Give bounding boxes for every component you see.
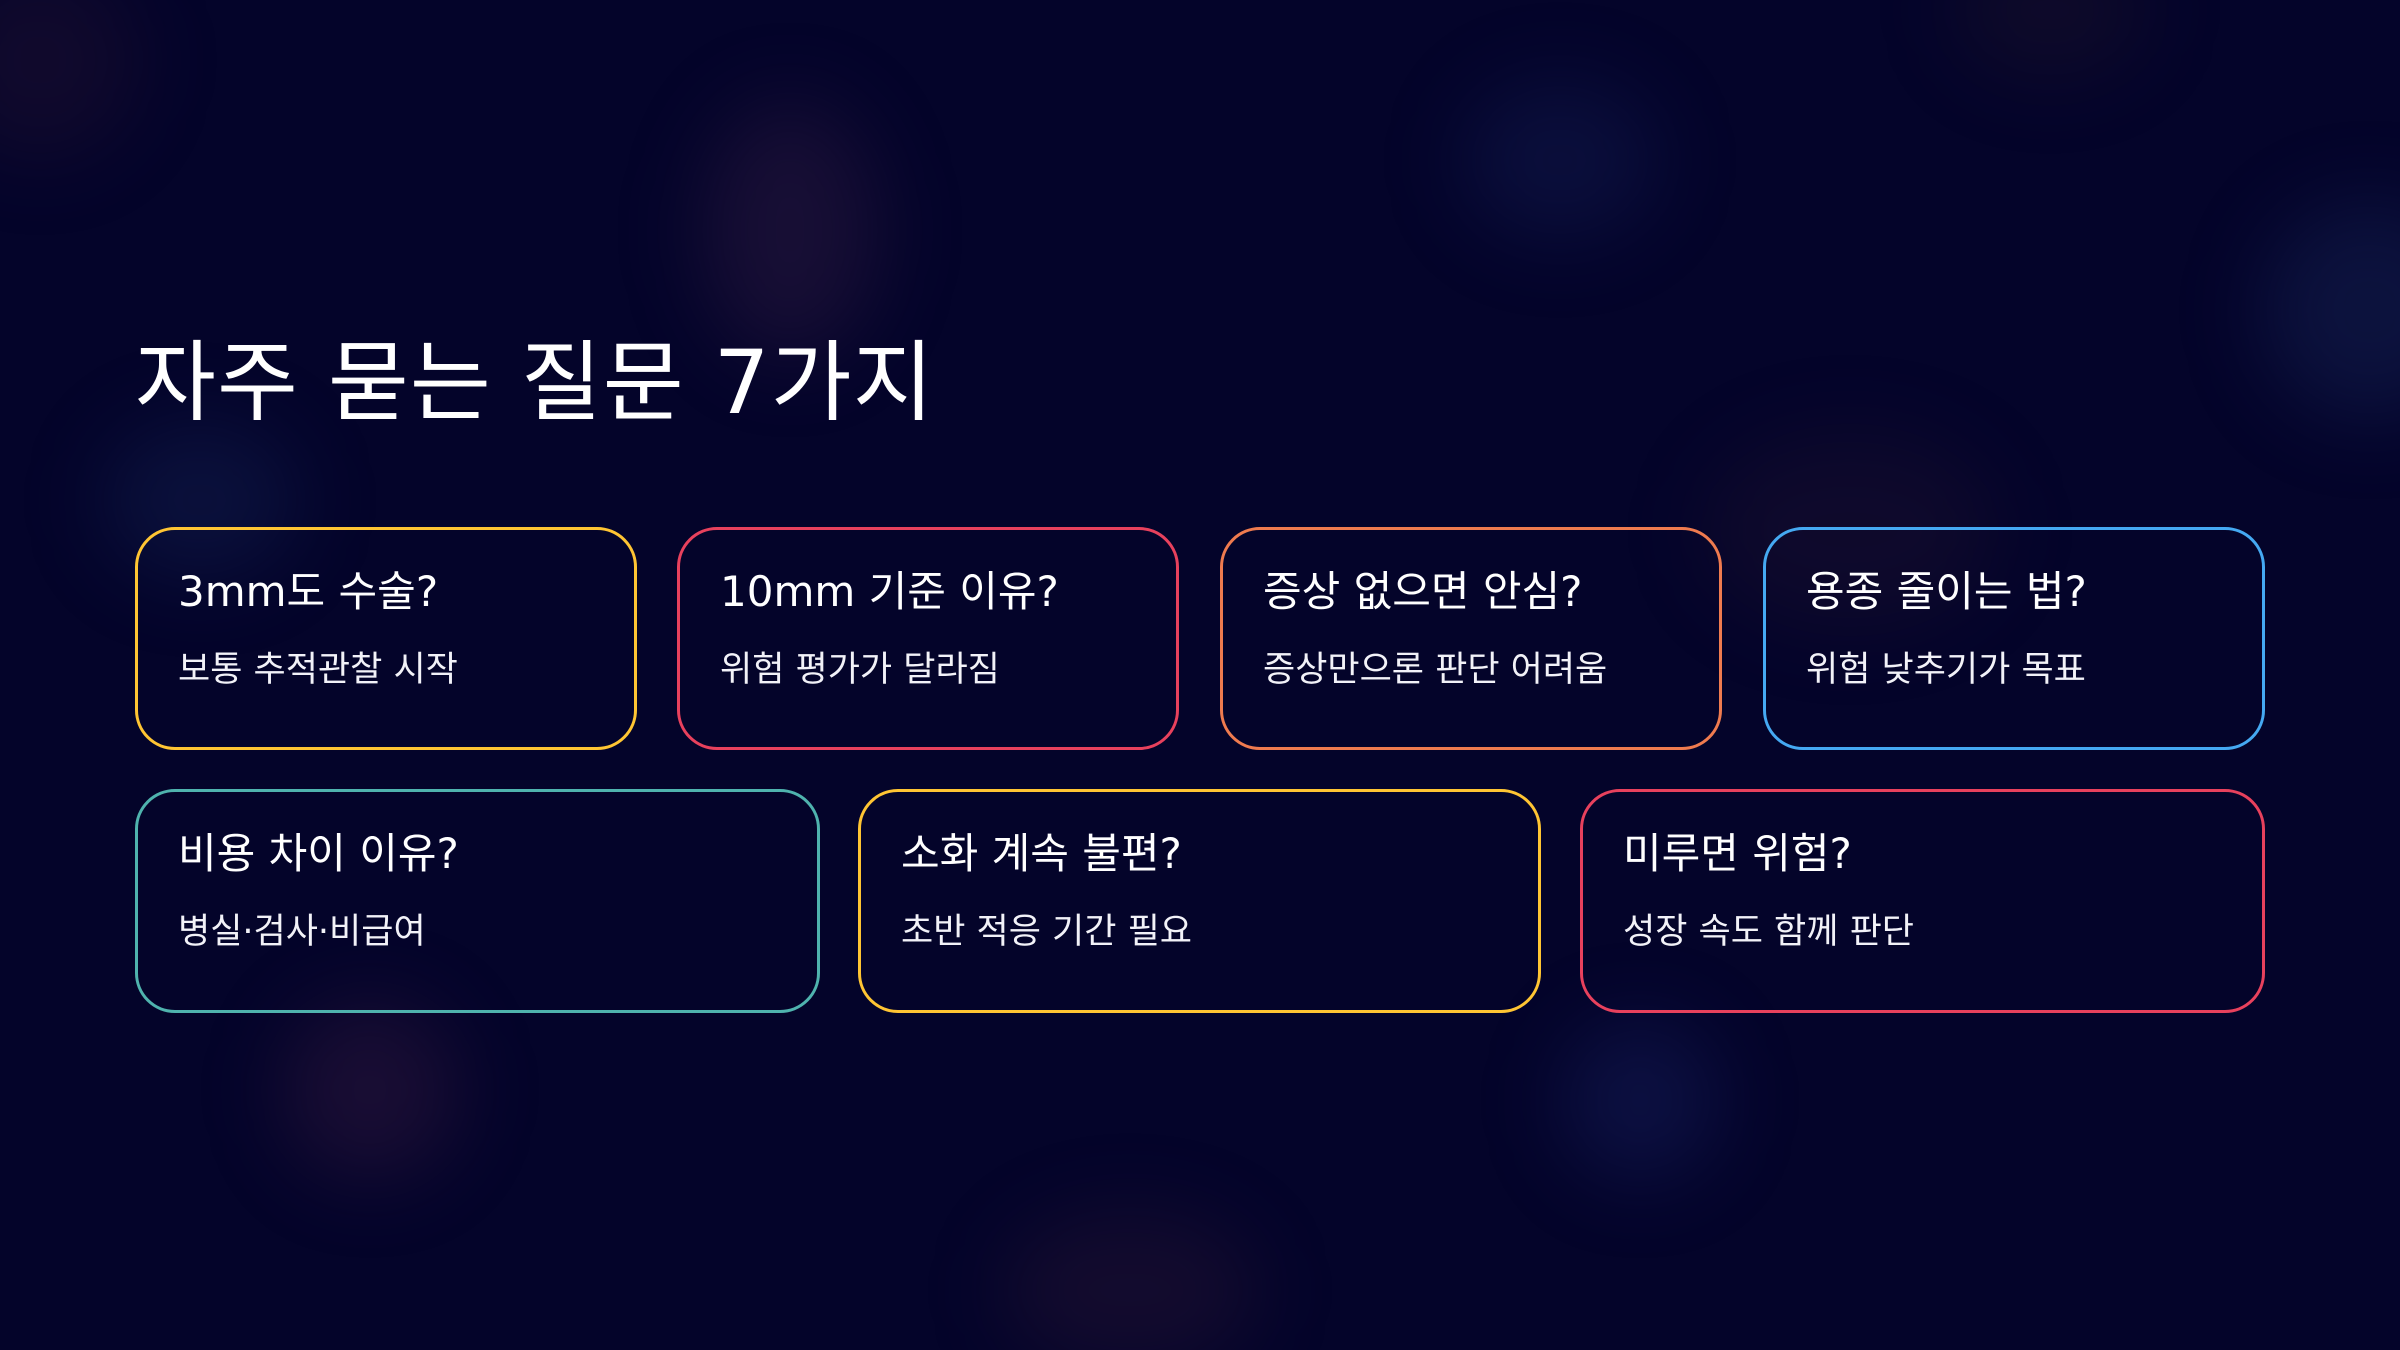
faq-card-reduce-polyps[interactable]: 용종 줄이는 법? 위험 낮추기가 목표 bbox=[1763, 527, 2265, 750]
faq-answer: 보통 추적관찰 시작 bbox=[178, 650, 458, 690]
background-glow bbox=[1460, 80, 1660, 240]
faq-card-surgery-3mm[interactable]: 3mm도 수술? 보통 추적관찰 시작 bbox=[135, 527, 637, 750]
background-glow bbox=[700, 100, 880, 360]
faq-answer: 병실·검사·비급여 bbox=[178, 912, 426, 952]
page-title: 자주 묻는 질문 7가지 bbox=[135, 331, 935, 434]
faq-question: 비용 차이 이유? bbox=[178, 829, 459, 878]
faq-answer: 위험 평가가 달라짐 bbox=[720, 650, 1000, 690]
background-glow bbox=[2260, 200, 2400, 420]
background-glow bbox=[1000, 1210, 1260, 1350]
faq-question: 미루면 위험? bbox=[1623, 829, 1852, 878]
faq-card-cost-difference[interactable]: 비용 차이 이유? 병실·검사·비급여 bbox=[135, 789, 820, 1013]
faq-answer: 위험 낮추기가 목표 bbox=[1806, 650, 2086, 690]
background-glow bbox=[1560, 1020, 1720, 1180]
faq-answer: 성장 속도 함께 판단 bbox=[1623, 912, 1914, 952]
faq-question: 용종 줄이는 법? bbox=[1806, 567, 2087, 616]
faq-question: 소화 계속 불편? bbox=[901, 829, 1182, 878]
faq-answer: 초반 적응 기간 필요 bbox=[901, 912, 1192, 952]
faq-question: 3mm도 수술? bbox=[178, 567, 439, 616]
faq-card-10mm-criterion[interactable]: 10mm 기준 이유? 위험 평가가 달라짐 bbox=[677, 527, 1179, 750]
faq-card-postpone-risk[interactable]: 미루면 위험? 성장 속도 함께 판단 bbox=[1580, 789, 2265, 1013]
background-glow bbox=[1950, 0, 2150, 80]
faq-question: 증상 없으면 안심? bbox=[1263, 567, 1583, 616]
faq-card-no-symptoms[interactable]: 증상 없으면 안심? 증상만으론 판단 어려움 bbox=[1220, 527, 1722, 750]
faq-question: 10mm 기준 이유? bbox=[720, 567, 1059, 616]
background-glow bbox=[0, 0, 140, 160]
faq-card-digestion[interactable]: 소화 계속 불편? 초반 적응 기간 필요 bbox=[858, 789, 1541, 1013]
background-glow bbox=[280, 1000, 460, 1180]
faq-answer: 증상만으론 판단 어려움 bbox=[1263, 650, 1608, 690]
